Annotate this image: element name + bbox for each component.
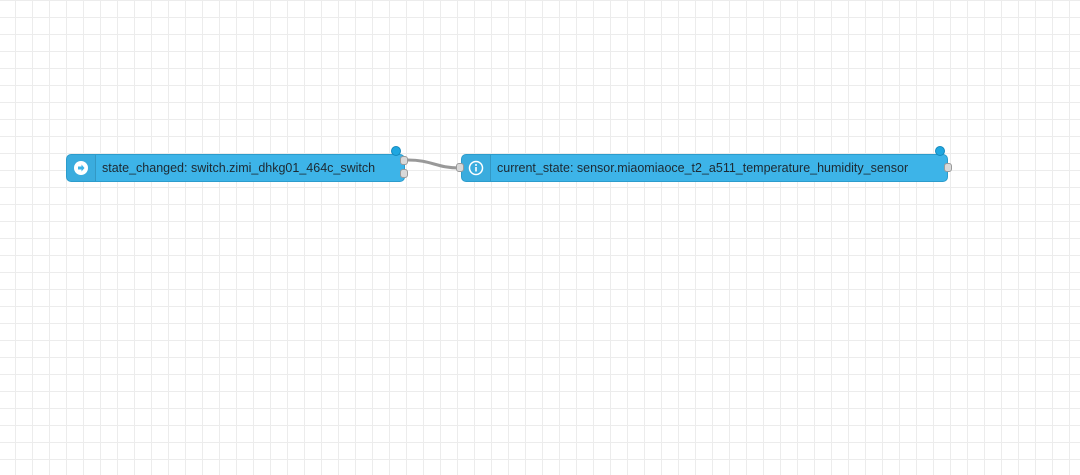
current-state-node[interactable]: current_state: sensor.miaomiaoce_t2_a511… (461, 154, 948, 182)
input-port[interactable] (456, 163, 464, 172)
events-state-node[interactable]: state_changed: switch.zimi_dhkg01_464c_s… (66, 154, 405, 182)
info-icon (468, 160, 484, 176)
output-port-2[interactable] (400, 169, 408, 178)
node-label: state_changed: switch.zimi_dhkg01_464c_s… (102, 161, 376, 175)
connection-wire[interactable] (407, 158, 461, 170)
node-label: current_state: sensor.miaomiaoce_t2_a511… (497, 161, 909, 175)
output-port-1[interactable] (400, 156, 408, 165)
node-status-indicator (391, 146, 401, 156)
output-port-1[interactable] (944, 163, 952, 172)
node-icon-area (67, 155, 96, 181)
arrow-right-circle-icon (74, 161, 88, 175)
node-icon-area (462, 155, 491, 181)
node-status-indicator (935, 146, 945, 156)
